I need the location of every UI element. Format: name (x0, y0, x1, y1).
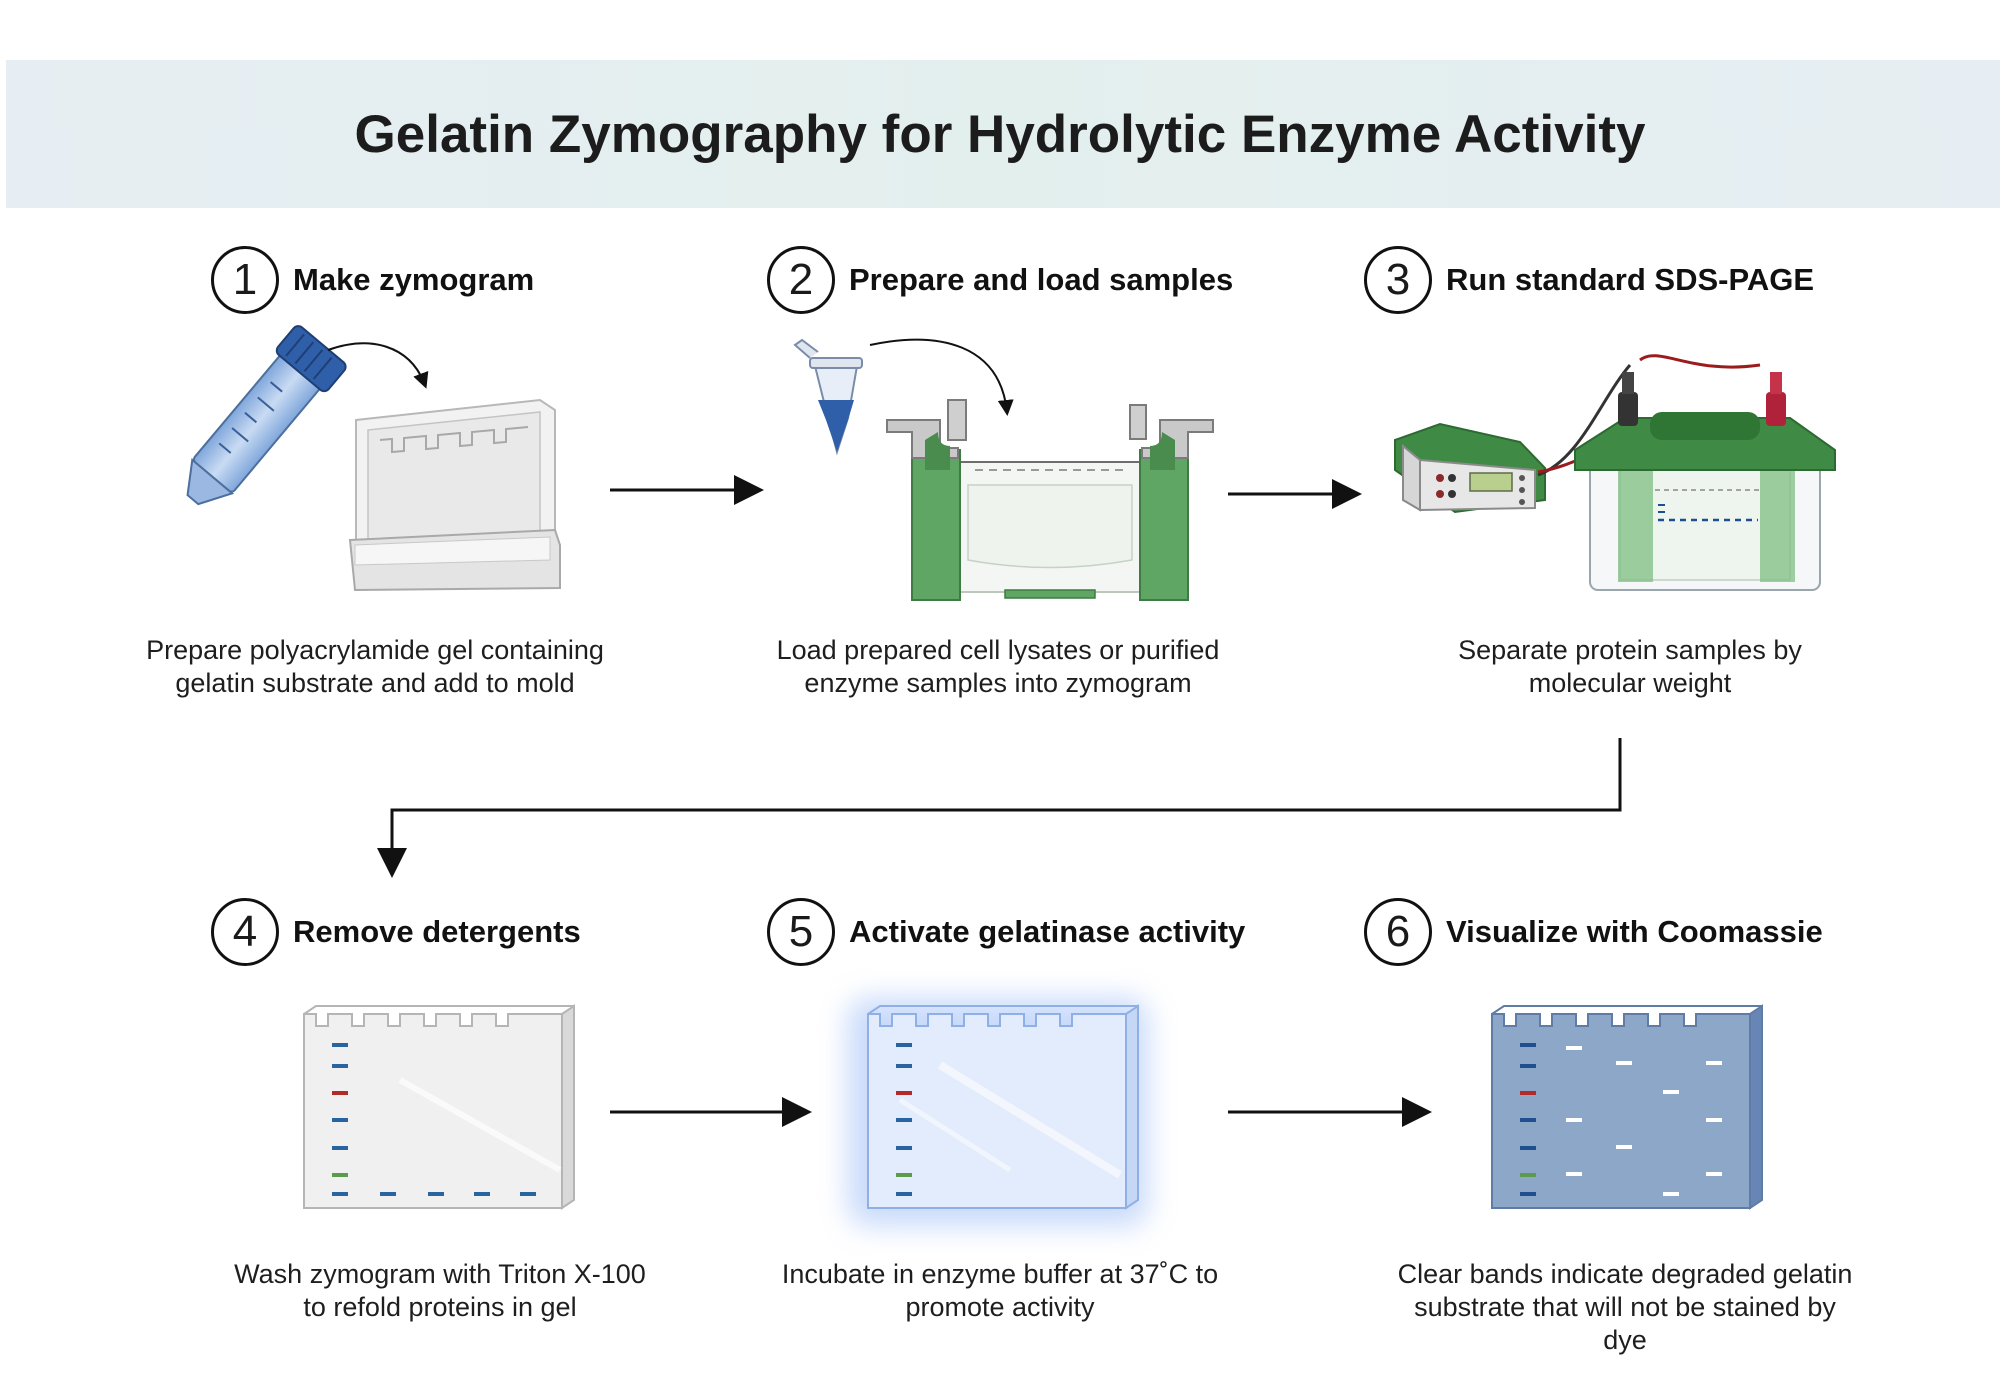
load-arrow-icon (869, 338, 1014, 416)
step-2-number: 2 (767, 246, 835, 314)
step-3-title: Run standard SDS-PAGE (1446, 262, 1815, 297)
step-2-header: 2 Prepare and load samples (767, 246, 1233, 314)
gel-cassette-icon (886, 399, 1214, 601)
page-title: Gelatin Zymography for Hydrolytic Enzyme… (354, 104, 1646, 164)
flow-arrow-3-4 (377, 738, 1622, 878)
step-6-number: 6 (1364, 898, 1432, 966)
electrophoresis-tank-icon (1574, 372, 1836, 591)
step-4-title: Remove detergents (293, 914, 581, 949)
step-4-description: Wash zymogram with Triton X-100 to refol… (234, 1259, 646, 1322)
step-5-number: 5 (767, 898, 835, 966)
stained-gel-icon (1491, 1004, 1763, 1210)
step-3-header: 3 Run standard SDS-PAGE (1364, 246, 1814, 314)
step-1-description: Prepare polyacrylamide gel containing ge… (146, 635, 604, 698)
step-6-title: Visualize with Coomassie (1446, 914, 1823, 949)
incubating-gel-icon (848, 998, 1148, 1226)
step-6-header: 6 Visualize with Coomassie (1364, 898, 1823, 966)
step-4-header: 4 Remove detergents (211, 898, 581, 966)
step-1-header: 1 Make zymogram (211, 246, 534, 314)
step-5-title: Activate gelatinase activity (849, 914, 1246, 949)
conical-tube-icon (186, 325, 347, 506)
step-2-title: Prepare and load samples (849, 262, 1234, 297)
step-1-title: Make zymogram (293, 262, 535, 297)
step-1-number: 1 (211, 246, 279, 314)
power-supply-icon (1394, 422, 1546, 514)
step-3-number: 3 (1364, 246, 1432, 314)
step-5-description: Incubate in enzyme buffer at 37˚C to pro… (781, 1259, 1219, 1322)
microcentrifuge-tube-icon (793, 338, 863, 456)
pour-arrow-icon (327, 342, 429, 389)
step-6-description: Clear bands indicate degraded gelatin su… (1397, 1259, 1853, 1355)
step-2-description: Load prepared cell lysates or purified e… (776, 635, 1220, 698)
washed-gel-icon (303, 1004, 575, 1210)
step-5-header: 5 Activate gelatinase activity (767, 898, 1245, 966)
gel-mold-icon (348, 398, 561, 592)
title-banner (6, 60, 2000, 208)
step-4-number: 4 (211, 898, 279, 966)
step-3-description: Separate protein samples by molecular we… (1458, 635, 1802, 698)
